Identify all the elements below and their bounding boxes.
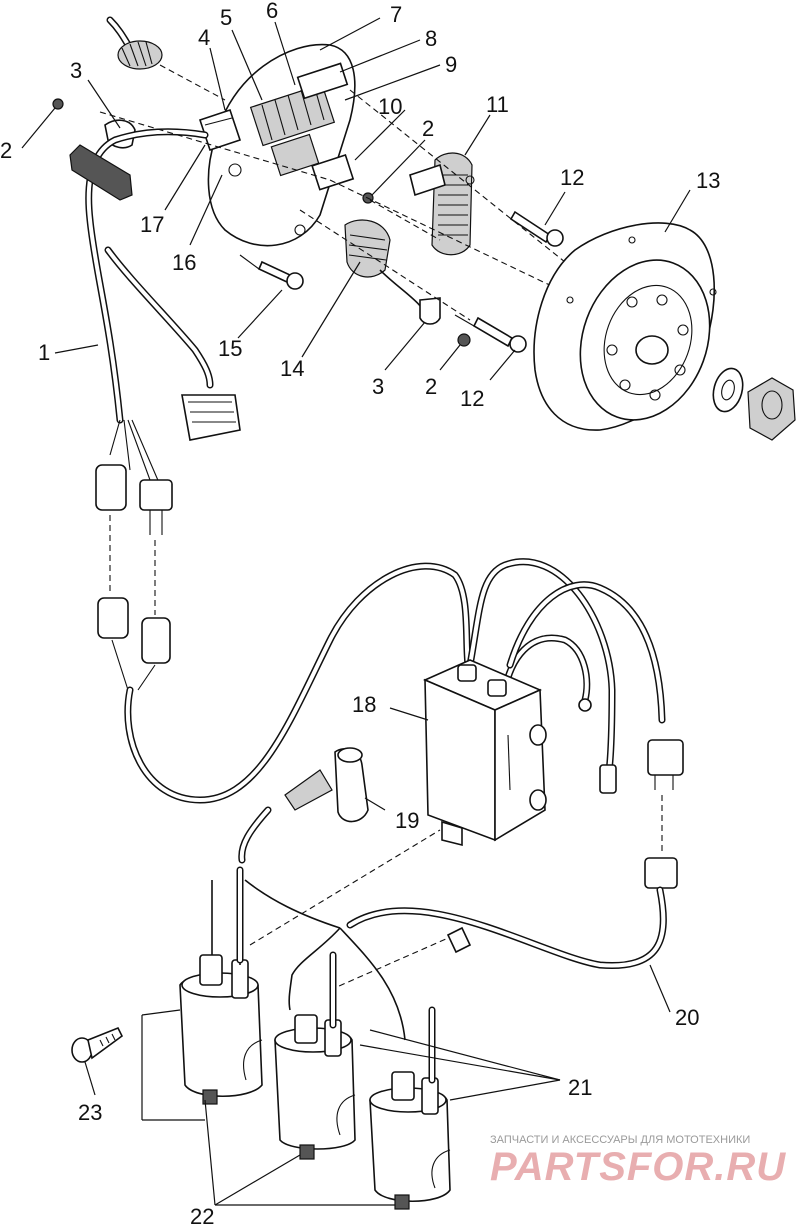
callout-5: 5 — [220, 5, 232, 30]
callout-4: 4 — [198, 25, 210, 50]
callout-12-a: 12 — [560, 165, 584, 190]
leader-lines — [21, 17, 691, 1206]
callout-23: 23 — [78, 1100, 102, 1125]
callout-2-a: 2 — [0, 138, 12, 163]
wiring-harness — [85, 128, 214, 486]
washer — [712, 367, 744, 413]
cdi-box — [423, 659, 547, 847]
ignition-coil-3 — [369, 1071, 451, 1210]
callout-12-b: 12 — [460, 386, 484, 411]
callout-2-c: 2 — [425, 374, 437, 399]
cdi-output-connectors — [578, 698, 684, 889]
callout-13: 13 — [696, 168, 720, 193]
stator-coil-assembly — [249, 62, 355, 191]
coil-wires — [211, 829, 456, 1041]
bolt-23 — [71, 1026, 124, 1063]
callout-17: 17 — [140, 212, 164, 237]
multi-pin-connector — [181, 394, 241, 441]
callout-16: 16 — [172, 250, 196, 275]
callout-1: 1 — [38, 340, 50, 365]
grommet — [198, 108, 242, 152]
callout-15: 15 — [218, 336, 242, 361]
bullet-connector-left-upper — [95, 464, 173, 615]
pulser-coil — [409, 152, 475, 256]
callout-3-b: 3 — [372, 374, 384, 399]
callout-6: 6 — [266, 0, 278, 23]
callout-19: 19 — [395, 808, 419, 833]
callout-22: 22 — [190, 1204, 214, 1226]
callout-10: 10 — [378, 94, 402, 119]
callout-8: 8 — [425, 26, 437, 51]
watermark: ЗАПЧАСТИ И АКСЕССУАРЫ ДЛЯ МОТОТЕХНИКИ PA… — [490, 1134, 786, 1189]
bracket-lines — [141, 1009, 205, 1121]
coil-plug-wires — [236, 866, 436, 1084]
bullet-connector-left-lower — [97, 597, 171, 691]
ignition-coil-2 — [274, 1014, 356, 1160]
callout-18: 18 — [352, 692, 376, 717]
lighting-coil — [344, 219, 441, 325]
callout-3-a: 3 — [70, 58, 82, 83]
wire-20 — [346, 886, 667, 970]
main-wire-loop — [124, 558, 666, 804]
stator-screws — [52, 98, 564, 353]
spacer-block — [446, 926, 472, 954]
spark-plug-cap-19 — [238, 747, 369, 864]
watermark-tagline: ЗАПЧАСТИ И АКСЕССУАРЫ ДЛЯ МОТОТЕХНИКИ — [490, 1134, 750, 1146]
callout-21: 21 — [568, 1075, 592, 1100]
spark-plug-cap-top — [106, 16, 226, 101]
callout-9: 9 — [445, 52, 457, 77]
flywheel-nut — [747, 377, 796, 441]
watermark-brand: PARTSFOR.RU — [490, 1145, 786, 1189]
harness-connector-plate — [69, 144, 133, 201]
callout-7: 7 — [390, 2, 402, 27]
callout-14: 14 — [280, 356, 304, 381]
callout-20: 20 — [675, 1005, 699, 1030]
ignition-coil-1 — [179, 954, 263, 1105]
callout-11: 11 — [486, 92, 509, 117]
flywheel — [533, 222, 717, 431]
callout-labels: 2 3 4 5 6 7 8 9 10 2 11 12 13 17 16 15 1… — [0, 0, 720, 1226]
callout-2-b: 2 — [422, 116, 434, 141]
